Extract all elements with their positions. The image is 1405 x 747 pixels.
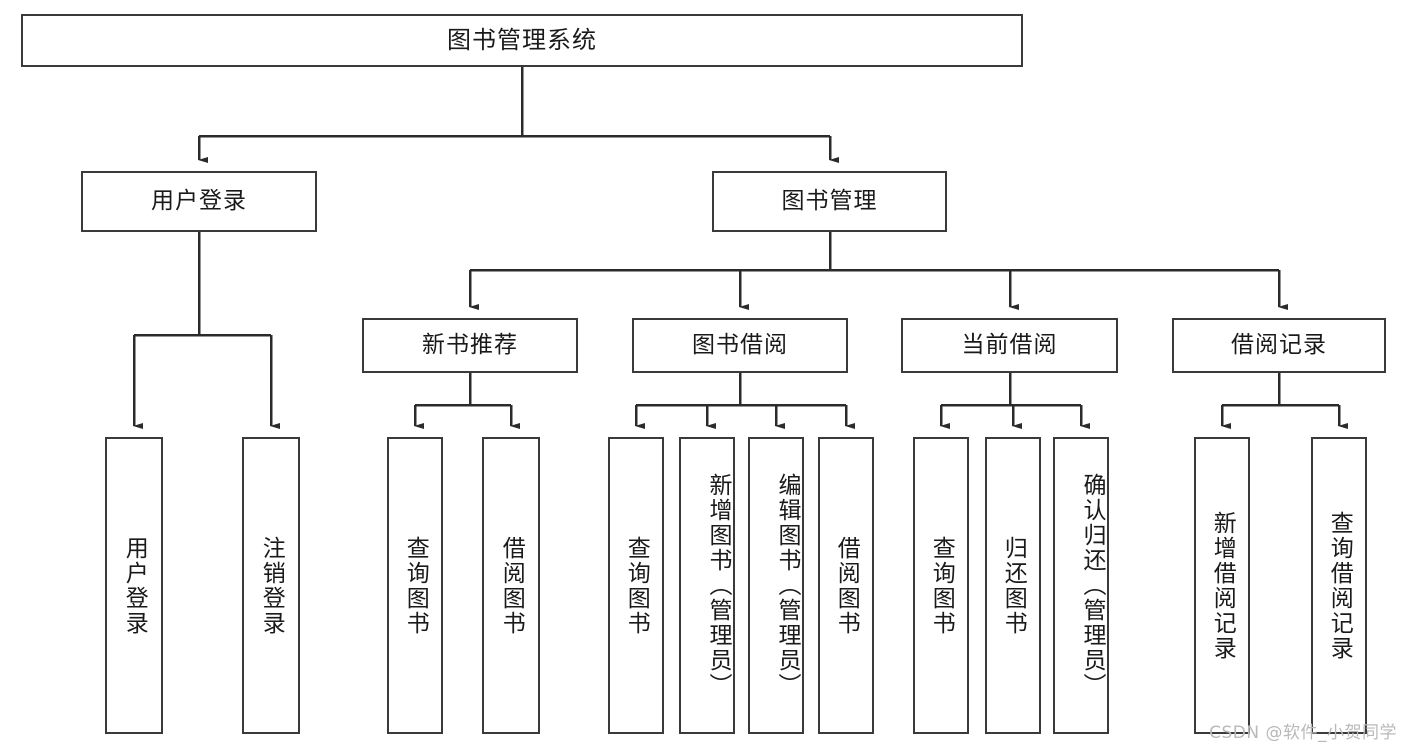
node-borrow-records[interactable]: 借阅记录: [1172, 318, 1386, 373]
leaf-borrow-lend-book[interactable]: 借阅图书: [818, 437, 874, 734]
leaf-user-logout[interactable]: 注销登录: [242, 437, 300, 734]
leaf-records-add-record[interactable]: 新增借阅记录: [1194, 437, 1250, 734]
node-new-book-recommend[interactable]: 新书推荐: [362, 318, 578, 373]
leaf-borrow-query-books[interactable]: 查询图书: [608, 437, 664, 734]
node-current-borrow[interactable]: 当前借阅: [901, 318, 1118, 373]
node-root[interactable]: 图书管理系统: [21, 14, 1023, 67]
leaf-records-query-record[interactable]: 查询借阅记录: [1311, 437, 1367, 734]
leaf-user-login[interactable]: 用户登录: [105, 437, 163, 734]
leaf-current-query-books[interactable]: 查询图书: [913, 437, 969, 734]
node-user-login[interactable]: 用户登录: [81, 171, 317, 232]
node-book-borrow[interactable]: 图书借阅: [632, 318, 848, 373]
leaf-newbook-query-books[interactable]: 查询图书: [387, 437, 443, 734]
leaf-current-return-books[interactable]: 归还图书: [985, 437, 1041, 734]
leaf-borrow-edit-book-admin[interactable]: 编辑图书（管理员）: [748, 437, 804, 734]
leaf-newbook-borrow-books[interactable]: 借阅图书: [482, 437, 540, 734]
node-book-management[interactable]: 图书管理: [712, 171, 947, 232]
csdn-watermark: CSDN @软件_小贺同学: [1209, 723, 1397, 743]
leaf-current-confirm-return-admin[interactable]: 确认归还（管理员）: [1053, 437, 1109, 734]
leaf-borrow-add-book-admin[interactable]: 新增图书（管理员）: [679, 437, 735, 734]
